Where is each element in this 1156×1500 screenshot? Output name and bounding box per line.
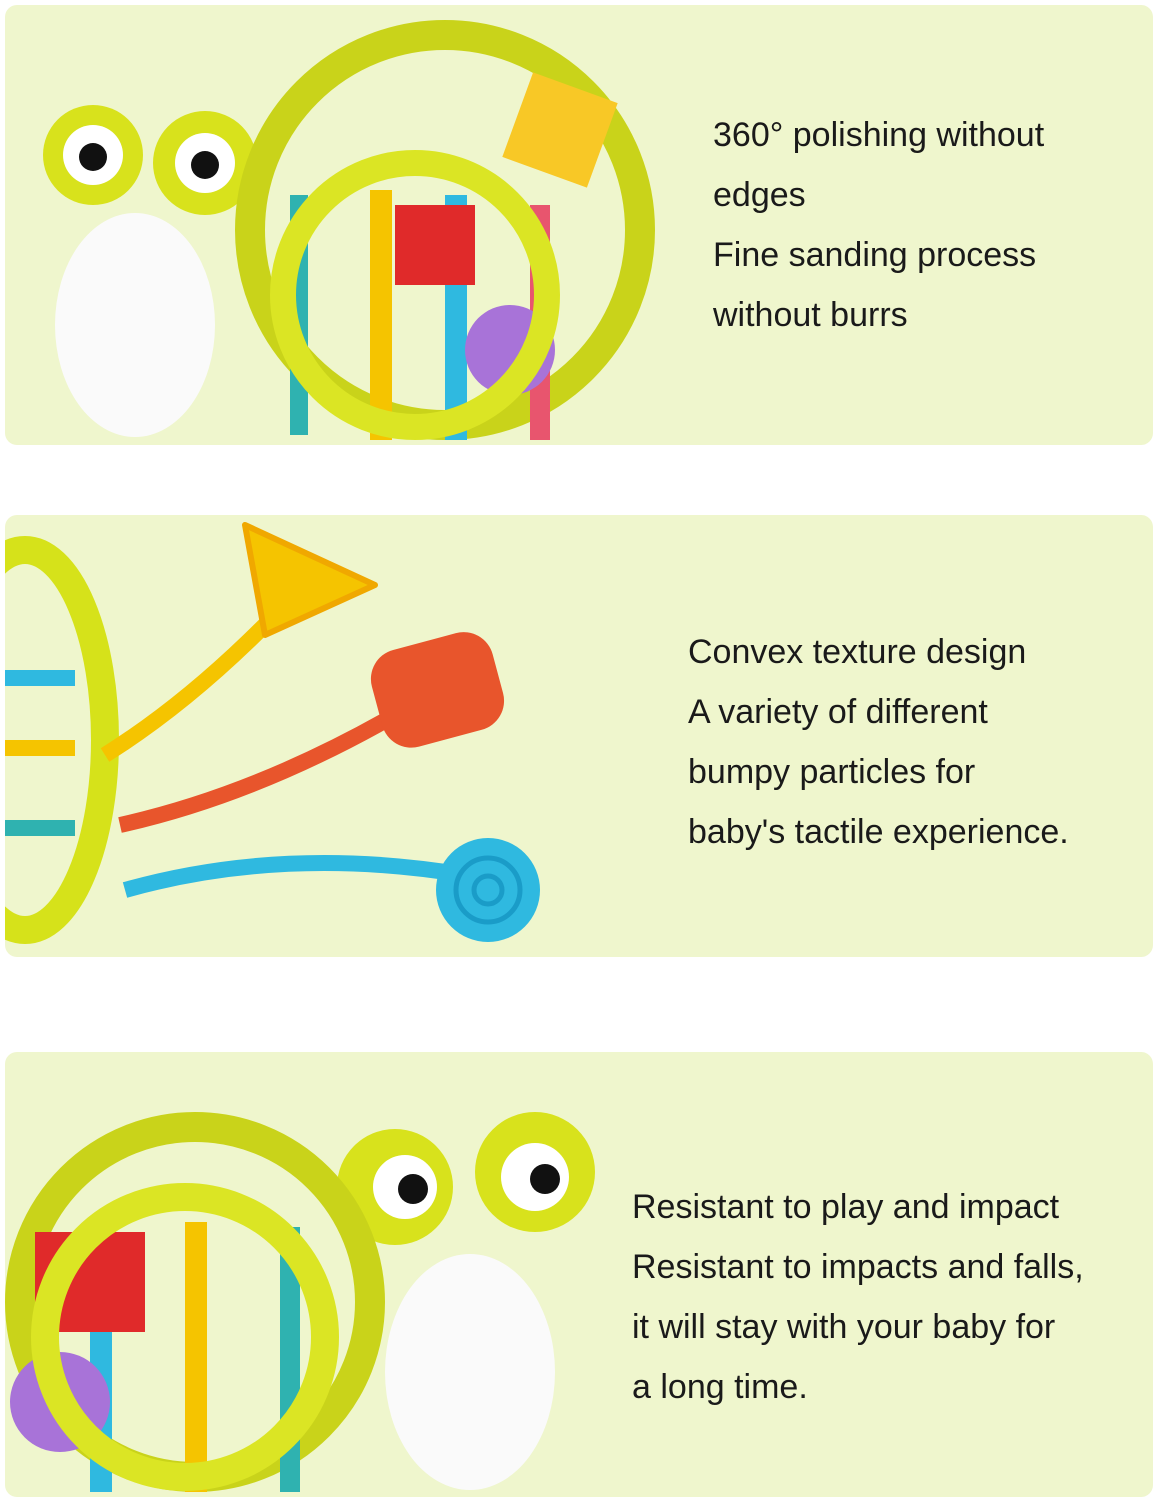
feature-line: A variety of different (688, 693, 988, 731)
feature-line: 360° polishing without (713, 116, 1045, 154)
teether-toy-image (5, 522, 540, 944)
feature-line: it will stay with your baby for (632, 1308, 1056, 1346)
feature-panel-polishing: 360° polishing without edges Fine sandin… (5, 5, 1153, 445)
feature-line: edges (713, 176, 806, 214)
feature-line: a long time. (632, 1368, 808, 1406)
feature-panel-durability: Resistant to play and impact Resistant t… (5, 1052, 1153, 1497)
feature-text: 360° polishing without edges Fine sandin… (713, 105, 1044, 345)
feature-line: Convex texture design (688, 633, 1027, 671)
snail-toy-image (43, 20, 655, 440)
feature-line: baby's tactile experience. (688, 813, 1069, 851)
feature-line: Fine sanding process (713, 236, 1037, 274)
feature-line: without burrs (713, 296, 908, 334)
feature-line: Resistant to play and impact (632, 1188, 1060, 1226)
snail-toy-image (5, 1112, 595, 1492)
feature-line: bumpy particles for (688, 753, 976, 791)
feature-text: Convex texture design A variety of diffe… (688, 622, 1069, 862)
feature-panel-texture: Convex texture design A variety of diffe… (5, 515, 1153, 957)
feature-text: Resistant to play and impact Resistant t… (632, 1177, 1084, 1417)
feature-line: Resistant to impacts and falls, (632, 1248, 1084, 1286)
